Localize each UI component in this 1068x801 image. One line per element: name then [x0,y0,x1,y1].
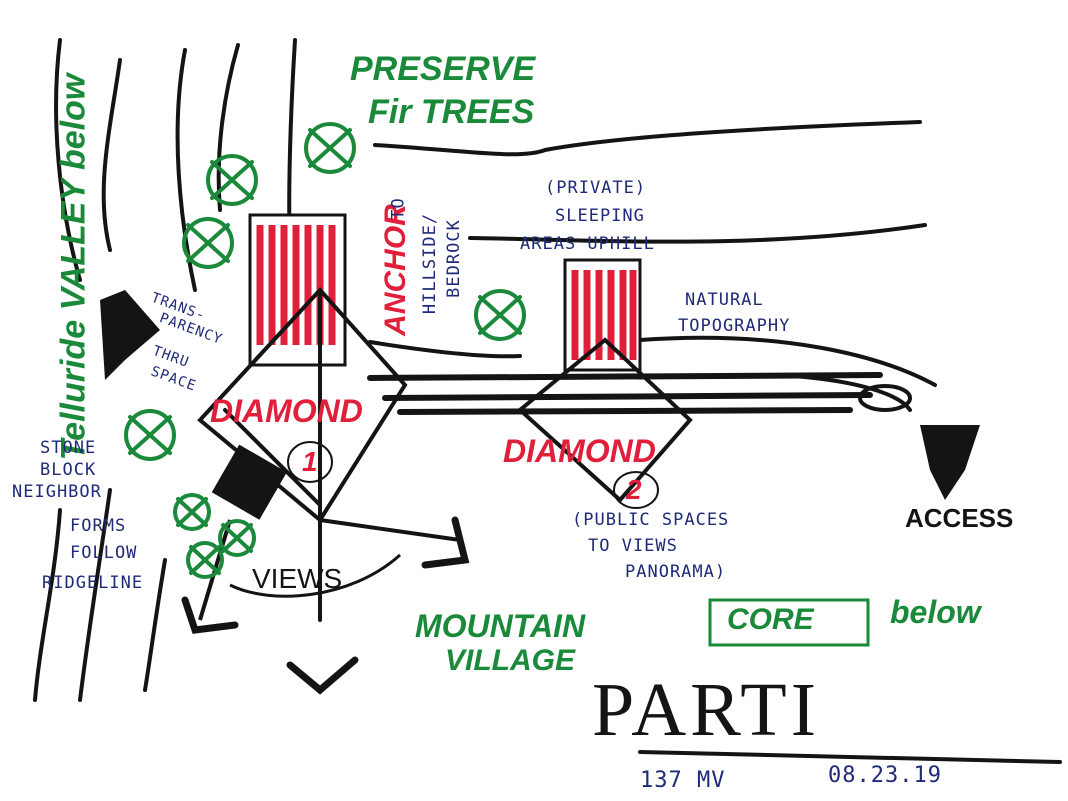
diamond-2-number: 2 [626,474,642,505]
stone-block-neighbor [211,444,287,520]
tree-icon-4 [474,289,526,341]
forms-label-1: FORMS [70,516,127,536]
tree-icon-8 [186,541,224,579]
natural-label-2: TOPOGRAPHY [678,316,791,336]
tree-icon-2 [206,154,258,206]
forms-label-3: RIDGELINE [42,573,144,593]
stone-label-3: NEIGHBOR [12,482,102,502]
terrain-contour-lines [33,38,937,702]
mountain-label: MOUNTAIN [415,608,586,644]
hillside-label-1: TO [388,197,409,220]
access-label: ACCESS [905,503,1014,533]
tree-icon-3 [182,217,234,269]
core-label: CORE [727,603,814,636]
diamond-number-circles [287,441,659,509]
below-label: below [890,594,981,630]
sketch-date: 08.23.19 [828,763,942,788]
public-label-1: (PUBLIC SPACES [572,510,730,530]
diamond-1-number: 1 [302,446,318,477]
anchor-label: ANCHOR [378,204,412,336]
left-entry-arrow-icon [100,290,160,380]
anchor-block-1 [248,213,347,367]
parti-underline [638,750,1062,764]
stone-label-2: BLOCK [40,460,97,480]
public-label-3: PANORAMA) [625,562,727,582]
parti-title: PARTI [592,668,821,752]
natural-label-1: NATURAL [685,290,764,310]
tree-icon-5 [124,409,176,461]
hillside-label-3: BEDROCK [443,219,464,298]
forms-label-2: FOLLOW [70,543,138,563]
stone-label-1: STONE [40,438,97,458]
diamond-2-label: DIAMOND [503,433,656,469]
view-arrow-icon [181,516,470,695]
public-label-2: TO VIEWS [588,536,678,556]
tree-icon-7 [218,519,256,557]
private-label-2: SLEEPING [555,206,645,226]
tree-icon-6 [173,493,211,531]
fir-tree-x-symbol [124,122,526,579]
hillside-label-2: HILLSIDE/ [420,212,441,315]
circulation-spine [367,372,912,415]
village-label: VILLAGE [445,644,576,677]
private-label-1: (PRIVATE) [545,178,647,198]
tree-icon-1 [304,122,356,174]
private-label-3: AREAS UPHILL [520,234,655,254]
access-arrow-icon [920,425,980,500]
views-label: VIEWS [252,563,343,594]
preserve-label: PRESERVE [350,50,536,88]
valley-label: Telluride VALLEY below [54,73,93,461]
project-code: 137 MV [640,768,726,793]
anchor-block-2 [563,258,642,372]
diamond-1-label: DIAMOND [210,393,363,429]
fir-trees-label: Fir TREES [368,93,535,131]
core-box [708,598,870,647]
